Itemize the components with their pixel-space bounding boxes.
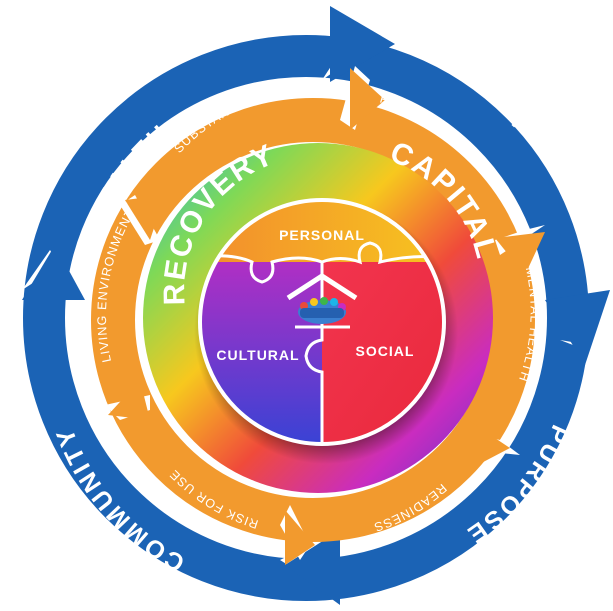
roof-icon (286, 273, 358, 301)
people-circle-icon (286, 273, 358, 329)
puzzle-label-cultural: CULTURAL (216, 347, 299, 363)
arrowhead-top (330, 6, 395, 82)
puzzle-border (198, 198, 446, 446)
middle-ring-arrowheads (108, 68, 545, 565)
puzzle-seams (200, 241, 444, 444)
arrowhead-bottom (285, 530, 340, 605)
arrowhead-right (545, 290, 610, 365)
middle-ring-band (91, 98, 535, 542)
arrowhead-left (22, 245, 85, 300)
puzzle-label-social: SOCIAL (356, 343, 415, 359)
puzzle-label-personal: PERSONAL (279, 227, 365, 243)
